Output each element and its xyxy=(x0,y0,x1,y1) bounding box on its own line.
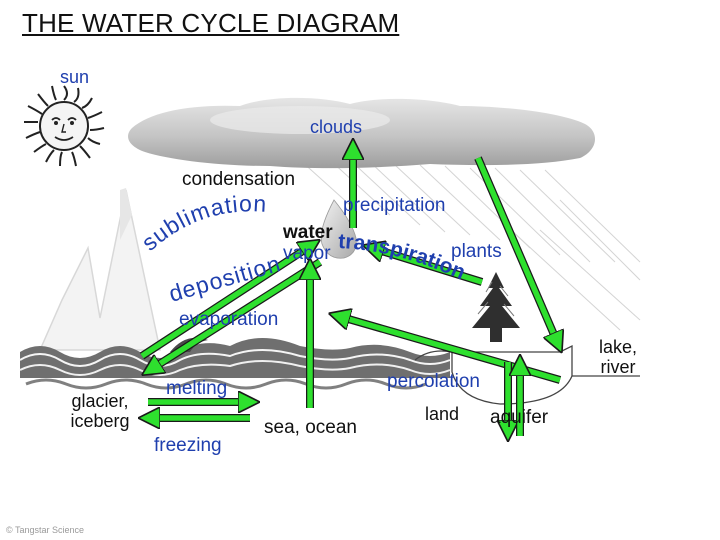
label-aquifer: aquifer xyxy=(490,407,549,428)
label-clouds: clouds xyxy=(310,117,363,137)
label-evaporation: evaporation xyxy=(179,309,279,330)
label-sea-ocean: sea, ocean xyxy=(264,417,357,438)
label-plants: plants xyxy=(451,241,502,262)
mountain-icon xyxy=(38,188,161,351)
label-glacier-iceberg: glacier, iceberg xyxy=(70,391,130,431)
label-vapor: vapor xyxy=(283,243,331,264)
arrow-sublimation xyxy=(139,245,312,360)
cloud-icon xyxy=(128,97,596,169)
label-lake-river: lake, river xyxy=(598,337,638,377)
page-title: THE WATER CYCLE DIAGRAM xyxy=(22,8,400,38)
copyright-text: © Tangstar Science xyxy=(6,525,85,535)
arrow-precipitation xyxy=(474,156,558,344)
arrow-transpiration xyxy=(372,248,484,286)
label-melting: melting xyxy=(166,378,228,399)
arrow-deposition xyxy=(150,258,323,370)
label-land: land xyxy=(425,404,460,424)
label-sublimation: sublimation xyxy=(136,190,268,255)
sun-icon xyxy=(23,85,105,167)
process-arrows xyxy=(142,148,560,436)
label-transpiration: transpiration xyxy=(338,230,469,284)
label-freezing: freezing xyxy=(154,435,222,456)
label-water: water xyxy=(283,222,333,243)
land-aquifer xyxy=(414,344,640,405)
pine-tree-icon xyxy=(472,272,520,342)
water-drop-icon xyxy=(320,199,357,259)
label-sun: sun xyxy=(60,67,90,87)
label-precipitation: precipitation xyxy=(343,195,446,216)
label-percolation: percolation xyxy=(387,371,480,392)
label-condensation: condensation xyxy=(182,169,296,190)
